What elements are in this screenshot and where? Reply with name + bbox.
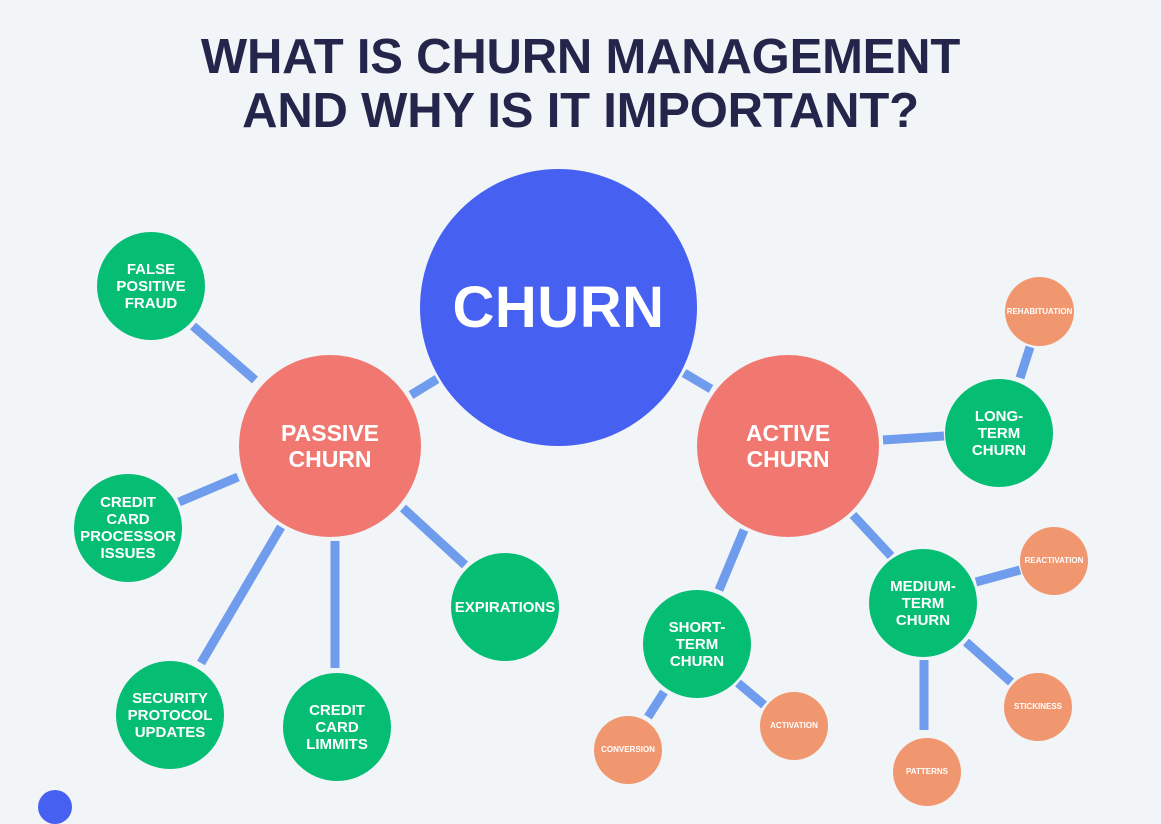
logo-mark [38, 790, 72, 824]
link-churn-active [681, 369, 714, 393]
stickiness-node: STICKINESS [1004, 673, 1072, 741]
active-churn-node: ACTIVE CHURN [697, 355, 879, 537]
conversion-node: CONVERSION [594, 716, 662, 784]
link-active-medium-term [849, 511, 895, 560]
expirations-node: EXPIRATIONS [451, 553, 559, 661]
page-title: WHAT IS CHURN MANAGEMENT AND WHY IS IT I… [0, 30, 1161, 138]
link-short-term-activation [735, 679, 767, 709]
credit-card-limits-node: CREDIT CARD LIMMITS [283, 673, 391, 781]
link-short-term-conversion [644, 689, 668, 720]
reactivation-node: REACTIVATION [1020, 527, 1088, 595]
patterns-node: PATTERNS [893, 738, 961, 806]
link-medium-term-reactivation [974, 565, 1022, 587]
link-active-short-term [714, 528, 749, 592]
passive-churn-node: PASSIVE CHURN [239, 355, 421, 537]
credit-card-processor-issues-node: CREDIT CARD PROCESSOR ISSUES [74, 474, 182, 582]
link-passive-expirations [399, 504, 469, 569]
short-term-churn-node: SHORT- TERM CHURN [643, 590, 751, 698]
connector-lines [177, 322, 1035, 730]
security-protocol-updates-node: SECURITY PROTOCOL UPDATES [116, 661, 224, 769]
link-churn-passive [408, 375, 440, 399]
false-positive-fraud-node: FALSE POSITIVE FRAUD [97, 232, 205, 340]
link-passive-false-positive [190, 322, 258, 384]
link-passive-security [197, 524, 285, 666]
title-line-2: AND WHY IS IT IMPORTANT? [242, 84, 919, 138]
churn-core-node: CHURN [420, 169, 697, 446]
link-active-long-term [882, 431, 945, 445]
link-long-term-rehabituation [1015, 345, 1035, 380]
activation-node: ACTIVATION [760, 692, 828, 760]
link-passive-credit-processor [177, 472, 240, 507]
medium-term-churn-node: MEDIUM- TERM CHURN [869, 549, 977, 657]
rehabituation-node: REHABITUATION [1005, 277, 1074, 346]
long-term-churn-node: LONG- TERM CHURN [945, 379, 1053, 487]
title-line-1: WHAT IS CHURN MANAGEMENT [200, 30, 961, 84]
link-medium-term-stickiness [963, 638, 1014, 686]
